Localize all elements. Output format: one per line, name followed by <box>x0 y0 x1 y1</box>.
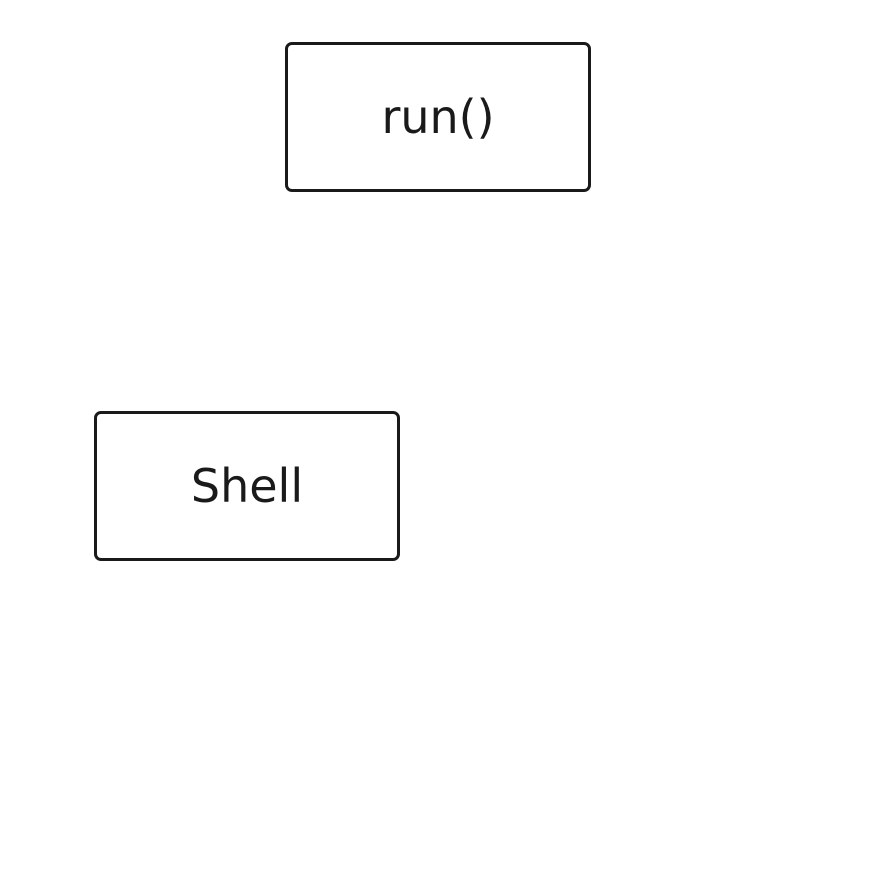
diagram-node-run: run() <box>285 42 591 192</box>
diagram-node-label: run() <box>381 90 495 144</box>
diagram-node-label: Shell <box>190 459 304 513</box>
diagram-node-shell: Shell <box>94 411 400 561</box>
